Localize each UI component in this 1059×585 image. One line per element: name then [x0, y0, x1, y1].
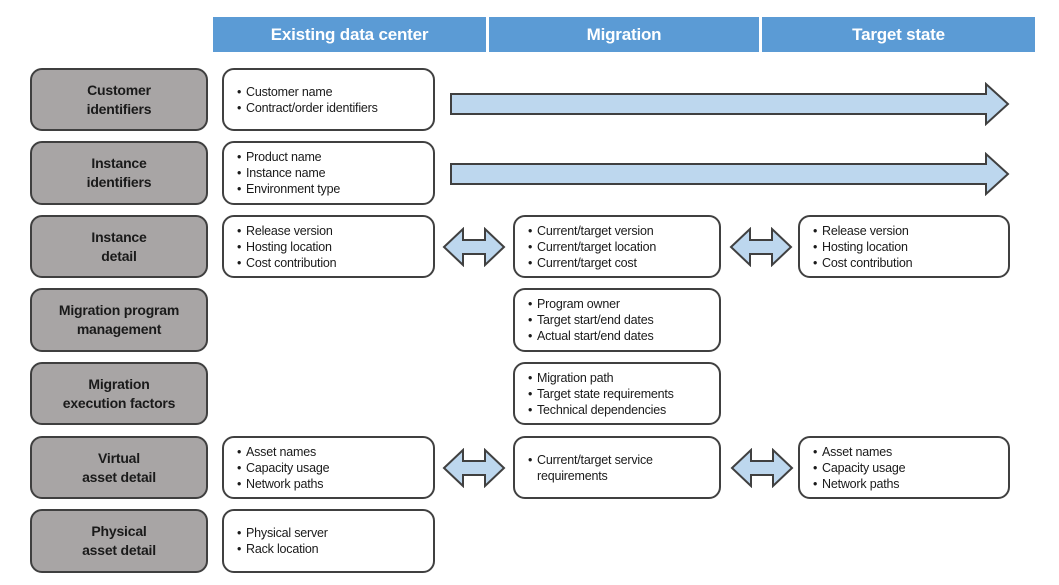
- bullet-item: Current/target location: [528, 239, 713, 255]
- bullet-item: Product name: [237, 149, 427, 165]
- column-header-existing-data-center: Existing data center: [213, 17, 486, 52]
- row-label-customer-identifiers: Customer identifiers: [30, 68, 208, 131]
- bullet-item: Environment type: [237, 181, 427, 197]
- box-migration-instance-detail: Current/target versionCurrent/target loc…: [513, 215, 721, 278]
- bullet-item: Current/target cost: [528, 255, 713, 271]
- row-label-migration-execution-factors: Migration execution factors: [30, 362, 208, 425]
- bullet-item: Rack location: [237, 541, 427, 557]
- box-migration-program-management: Program ownerTarget start/end datesActua…: [513, 288, 721, 352]
- flow-right-arrow-icon: [450, 82, 1010, 126]
- bullet-item: Program owner: [528, 296, 713, 312]
- box-existing-virtual-asset-detail: Asset namesCapacity usageNetwork paths: [222, 436, 435, 499]
- row-label-instance-identifiers: Instance identifiers: [30, 141, 208, 205]
- bullet-item: Asset names: [237, 444, 427, 460]
- box-migration-virtual-asset-detail: Current/target service requirements: [513, 436, 721, 499]
- flow-right-arrow-icon: [450, 152, 1010, 196]
- box-existing-instance-detail: Release versionHosting locationCost cont…: [222, 215, 435, 278]
- row-label-migration-program-management: Migration program management: [30, 288, 208, 352]
- bullet-item: Physical server: [237, 525, 427, 541]
- bullet-item: Asset names: [813, 444, 1002, 460]
- bidirectional-arrow-icon: [729, 227, 793, 267]
- bidirectional-arrow-icon: [442, 227, 506, 267]
- bullet-item: Network paths: [813, 476, 1002, 492]
- bullet-item: Network paths: [237, 476, 427, 492]
- box-target-virtual-asset-detail: Asset namesCapacity usageNetwork paths: [798, 436, 1010, 499]
- bullet-item: Capacity usage: [237, 460, 427, 476]
- bullet-item: Contract/order identifiers: [237, 100, 427, 116]
- bidirectional-arrow-icon: [730, 448, 794, 488]
- row-label-virtual-asset-detail: Virtual asset detail: [30, 436, 208, 499]
- column-header-migration: Migration: [489, 17, 759, 52]
- bullet-item: Customer name: [237, 84, 427, 100]
- bullet-item: Target start/end dates: [528, 312, 713, 328]
- bullet-item: Actual start/end dates: [528, 328, 713, 344]
- bullet-item: Target state requirements: [528, 386, 713, 402]
- box-existing-customer-identifiers: Customer nameContract/order identifiers: [222, 68, 435, 131]
- bullet-item: Technical dependencies: [528, 402, 713, 418]
- box-existing-physical-asset-detail: Physical serverRack location: [222, 509, 435, 573]
- bullet-item: Hosting location: [813, 239, 1002, 255]
- bullet-item: Hosting location: [237, 239, 427, 255]
- bullet-item: Release version: [813, 223, 1002, 239]
- box-migration-execution-factors: Migration pathTarget state requirementsT…: [513, 362, 721, 425]
- box-existing-instance-identifiers: Product nameInstance nameEnvironment typ…: [222, 141, 435, 205]
- bullet-item: Capacity usage: [813, 460, 1002, 476]
- bullet-item: Current/target service requirements: [528, 452, 713, 484]
- row-label-instance-detail: Instance detail: [30, 215, 208, 278]
- row-label-physical-asset-detail: Physical asset detail: [30, 509, 208, 573]
- bullet-item: Release version: [237, 223, 427, 239]
- bidirectional-arrow-icon: [442, 448, 506, 488]
- bullet-item: Cost contribution: [237, 255, 427, 271]
- bullet-item: Current/target version: [528, 223, 713, 239]
- bullet-item: Migration path: [528, 370, 713, 386]
- box-target-instance-detail: Release versionHosting locationCost cont…: [798, 215, 1010, 278]
- bullet-item: Cost contribution: [813, 255, 1002, 271]
- column-header-target-state: Target state: [762, 17, 1035, 52]
- bullet-item: Instance name: [237, 165, 427, 181]
